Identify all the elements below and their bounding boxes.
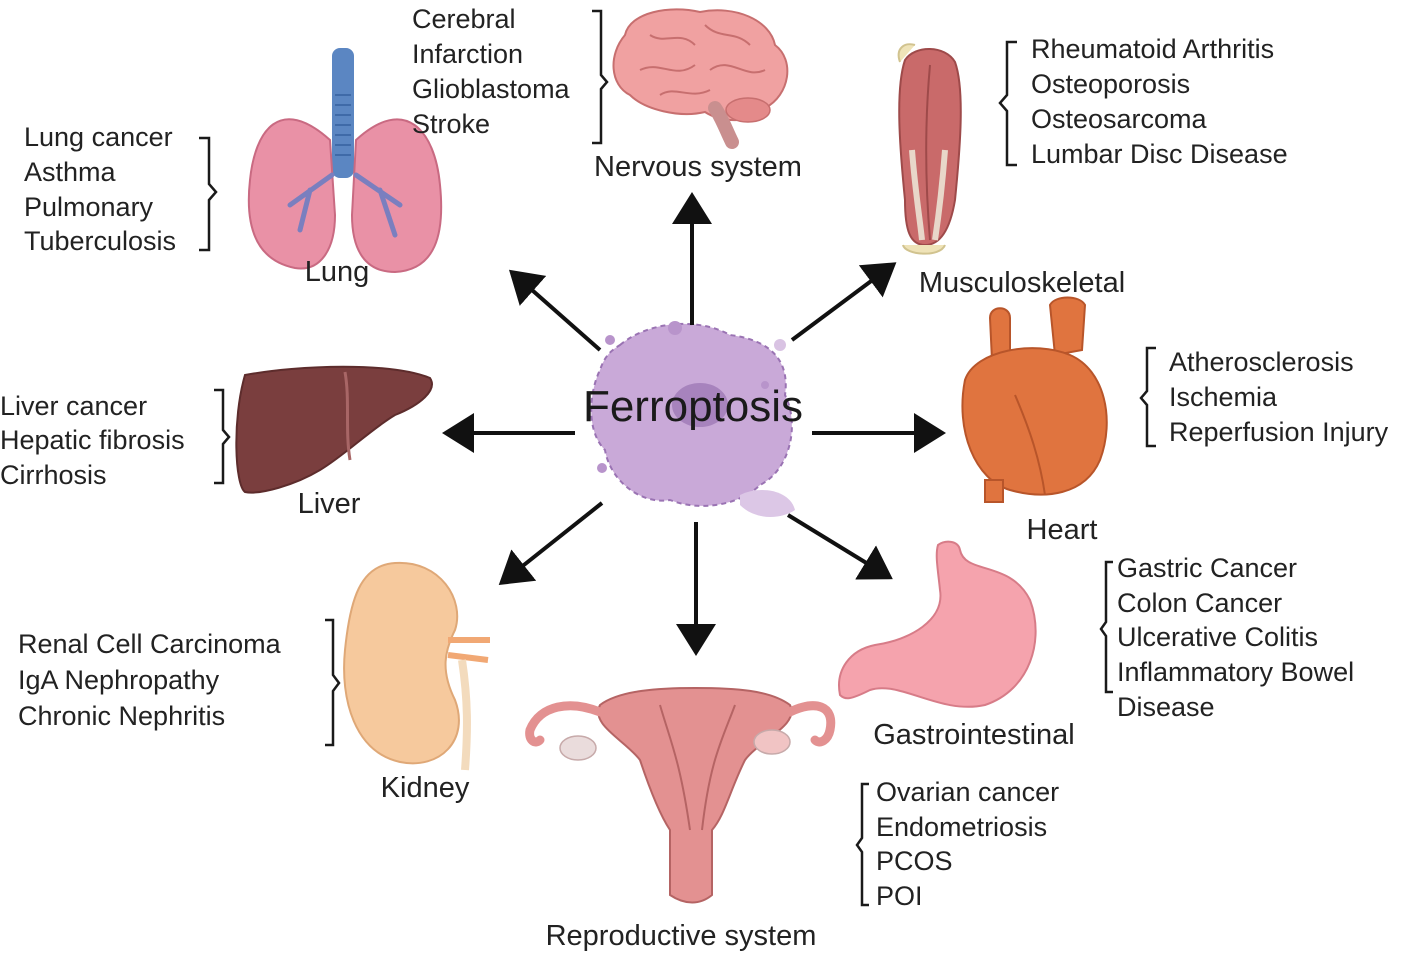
lung-disease-list: Lung cancer Asthma Pulmonary Tuberculosi… bbox=[24, 122, 218, 256]
disease-item: Pulmonary bbox=[24, 192, 154, 222]
nervous-disease-list: Cerebral Infarction Glioblastoma Stroke bbox=[412, 4, 609, 145]
gastrointestinal-label: Gastrointestinal bbox=[873, 719, 1075, 751]
disease-item: Glioblastoma bbox=[412, 74, 571, 104]
reproductive-brace bbox=[855, 782, 869, 907]
kidney-label: Kidney bbox=[381, 772, 470, 804]
disease-item: Disease bbox=[1117, 692, 1215, 722]
disease-item: Reperfusion Injury bbox=[1169, 417, 1389, 447]
disease-item: Cirrhosis bbox=[0, 460, 107, 490]
nervous-brace bbox=[592, 9, 609, 145]
nervous-label: Nervous system bbox=[594, 151, 802, 183]
gastrointestinal-brace bbox=[1099, 560, 1113, 694]
gastrointestinal-disease-list: Gastric Cancer Colon Cancer Ulcerative C… bbox=[1099, 553, 1354, 722]
disease-item: Gastric Cancer bbox=[1117, 553, 1297, 583]
disease-item: Hepatic fibrosis bbox=[0, 425, 185, 455]
disease-item: Ulcerative Colitis bbox=[1117, 622, 1318, 652]
arrow-lung bbox=[509, 269, 602, 352]
musculoskeletal-label: Musculoskeletal bbox=[919, 267, 1125, 299]
disease-item: Renal Cell Carcinoma bbox=[18, 629, 282, 659]
musculoskeletal-brace bbox=[998, 40, 1017, 167]
uterus-icon bbox=[525, 686, 836, 904]
disease-item: Inflammatory Bowel bbox=[1117, 657, 1354, 687]
liver-icon bbox=[235, 365, 433, 494]
reproductive-disease-list: Ovarian cancer Endometriosis PCOS POI bbox=[855, 777, 1059, 911]
lung-label: Lung bbox=[305, 256, 370, 288]
disease-item: Chronic Nephritis bbox=[18, 701, 225, 731]
disease-item: Osteosarcoma bbox=[1031, 104, 1208, 134]
arrow-musculoskeletal bbox=[790, 262, 897, 342]
kidney-disease-list: Renal Cell Carcinoma IgA Nephropathy Chr… bbox=[18, 618, 341, 747]
disease-item: Ovarian cancer bbox=[876, 777, 1059, 807]
liver-label: Liver bbox=[298, 488, 361, 520]
brain-icon bbox=[612, 8, 789, 149]
ferroptosis-cell bbox=[590, 321, 795, 517]
musculoskeletal-icon bbox=[897, 43, 962, 255]
lung-brace bbox=[199, 136, 218, 252]
kidney-brace bbox=[325, 618, 341, 747]
disease-item: POI bbox=[876, 881, 923, 911]
disease-item: Ischemia bbox=[1169, 382, 1278, 412]
center-title: Ferroptosis bbox=[583, 382, 803, 431]
disease-item: Stroke bbox=[412, 109, 490, 139]
disease-item: Atherosclerosis bbox=[1169, 347, 1354, 377]
musculoskeletal-disease-list: Rheumatoid Arthritis Osteoporosis Osteos… bbox=[998, 34, 1288, 169]
disease-item: IgA Nephropathy bbox=[18, 665, 220, 695]
arrow-kidney bbox=[498, 501, 604, 585]
reproductive-label: Reproductive system bbox=[546, 920, 817, 952]
disease-item: Rheumatoid Arthritis bbox=[1031, 34, 1274, 64]
disease-item: Liver cancer bbox=[0, 391, 147, 421]
kidney-icon bbox=[343, 561, 490, 771]
arrow-gastrointestinal bbox=[786, 513, 893, 580]
arrows bbox=[442, 192, 946, 656]
heart-disease-list: Atherosclerosis Ischemia Reperfusion Inj… bbox=[1139, 346, 1389, 448]
disease-item: Osteoporosis bbox=[1031, 69, 1190, 99]
lung-icon bbox=[247, 48, 443, 274]
disease-item: Tuberculosis bbox=[24, 226, 176, 256]
heart-icon bbox=[961, 296, 1108, 503]
heart-brace bbox=[1139, 346, 1156, 448]
liver-disease-list: Liver cancer Hepatic fibrosis Cirrhosis bbox=[0, 388, 231, 490]
disease-item: Asthma bbox=[24, 157, 117, 187]
stomach-icon bbox=[838, 540, 1037, 708]
disease-item: Lung cancer bbox=[24, 122, 173, 152]
heart-label: Heart bbox=[1027, 514, 1098, 546]
liver-brace bbox=[214, 388, 231, 485]
disease-item: Cerebral bbox=[412, 4, 516, 34]
disease-item: Infarction bbox=[412, 39, 523, 69]
disease-item: PCOS bbox=[876, 846, 953, 876]
disease-item: Colon Cancer bbox=[1117, 588, 1282, 618]
disease-item: Endometriosis bbox=[876, 812, 1047, 842]
disease-item: Lumbar Disc Disease bbox=[1031, 139, 1288, 169]
